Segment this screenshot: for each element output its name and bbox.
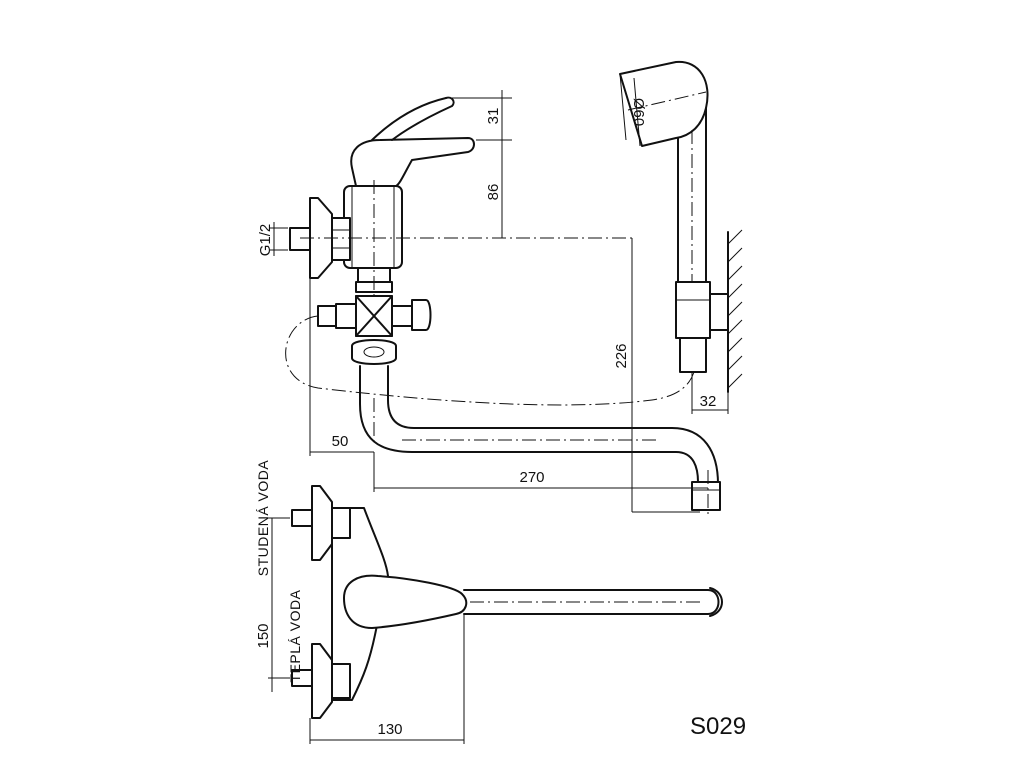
spout-inner: [387, 365, 719, 485]
lever-raised-outline: [371, 97, 447, 141]
wall-holder: [675, 281, 711, 339]
hot-flange: [311, 643, 333, 719]
hose-path: [285, 315, 695, 406]
cold-flange: [311, 485, 333, 561]
dim-50: 50: [332, 433, 349, 450]
dim-226: 226: [613, 343, 630, 368]
label-cold-water: STUDENÁ VODA: [255, 460, 271, 577]
swivel-ring: [351, 339, 397, 365]
diverter-knob: [411, 299, 432, 331]
mixer-body: [343, 185, 403, 269]
spout-outer: [359, 365, 699, 483]
front-lever: [343, 574, 468, 629]
front-view-mixer: 150 130 STUDENÁ VODA TEPLÁ VODA: [255, 460, 723, 744]
dim-130: 130: [377, 721, 402, 738]
dim-32: 32: [700, 393, 717, 410]
flange-nut: [331, 217, 351, 261]
dimensions-side: 31 86 G1/2 226 50 270 32 Ø60: [257, 73, 729, 513]
holder-bracket: [709, 293, 729, 331]
dim-150: 150: [255, 623, 272, 648]
dim-31: 31: [485, 108, 502, 125]
front-spout-tip: [709, 587, 723, 617]
diverter-left-cap: [317, 305, 337, 327]
hose-connector: [679, 337, 707, 373]
lever-handle: [350, 137, 475, 187]
diverter-right-port: [391, 305, 413, 327]
hot-nut: [331, 663, 351, 699]
thread-stub: [289, 227, 311, 251]
hot-stub: [291, 669, 313, 687]
diverter-left-port: [335, 303, 357, 329]
dim-270: 270: [519, 469, 544, 486]
shower-holder: [619, 60, 743, 393]
lever-raised-outline-2: [391, 96, 455, 141]
side-view-mixer: [285, 96, 721, 514]
cold-nut: [331, 507, 351, 539]
label-hot-water: TEPLÁ VODA: [287, 589, 303, 682]
model-code: S029: [690, 713, 746, 740]
dim-thread: G1/2: [257, 224, 274, 257]
dim-86: 86: [485, 184, 502, 201]
wall-hatching: [727, 229, 743, 389]
dim-60: Ø60: [630, 98, 647, 126]
cold-stub: [291, 509, 313, 527]
spout-aerator: [691, 481, 721, 511]
front-spout: [463, 589, 720, 615]
